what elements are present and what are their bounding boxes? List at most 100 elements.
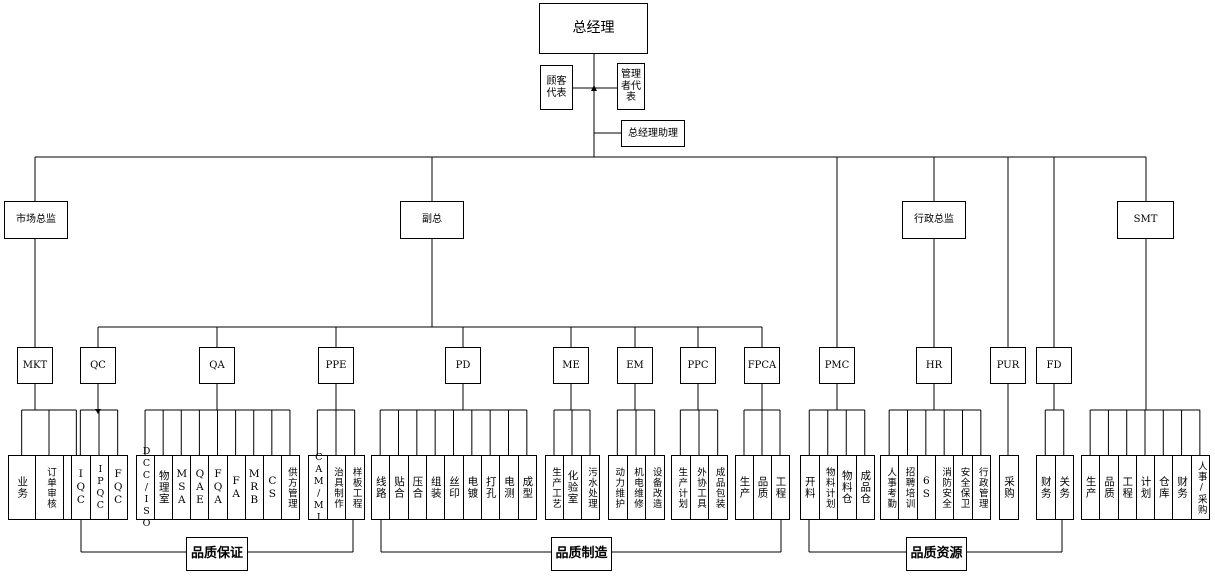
group-quality-manufacturing: 品质制造 — [551, 537, 612, 571]
leaf-fpca-1: 品质 — [753, 455, 772, 520]
leaf-smt-0: 生产 — [1081, 455, 1101, 520]
leaf-pd-6: 打孔 — [481, 455, 501, 520]
leaf-qa-1: 物理室 — [154, 455, 174, 520]
leaf-label: 贴合 — [393, 476, 406, 499]
admin-director-box: 行政总监 — [902, 201, 966, 239]
leaf-label: 业务 — [16, 476, 29, 499]
leaf-label: CAM/MI — [313, 451, 325, 524]
leaf-qc-1: IPQC — [89, 455, 110, 520]
leaf-label: 成品仓 — [859, 470, 872, 505]
leaf-em-1: 机电维修 — [626, 455, 647, 520]
dept-pur: PUR — [990, 347, 1026, 384]
leaf-label: 生产工艺 — [549, 466, 561, 509]
leaf-hr-1: 招聘培训 — [898, 455, 918, 520]
leaf-pmc-3: 成品仓 — [855, 455, 875, 520]
leaf-me-0: 生产工艺 — [545, 455, 564, 520]
leaf-pd-5: 电镀 — [462, 455, 482, 520]
dept-pd: PD — [445, 347, 481, 384]
leaf-smt-1: 品质 — [1099, 455, 1119, 520]
leaf-label: 6S — [920, 474, 933, 501]
leaf-ppc-0: 生产计划 — [671, 455, 691, 520]
leaf-label: 供方管理 — [285, 466, 297, 509]
leaf-label: 关务 — [1058, 476, 1071, 499]
leaf-hr-5: 行政管理 — [971, 455, 991, 520]
leaf-qa-7: CS — [262, 455, 282, 520]
leaf-ppe-1: 治具制作 — [326, 455, 347, 520]
dept-qc: QC — [80, 347, 116, 384]
leaf-smt-3: 计划 — [1135, 455, 1156, 520]
leaf-ppe-0: CAM/MI — [308, 452, 328, 524]
leaf-label: 仓库 — [1157, 476, 1170, 499]
leaf-label: 安全保卫 — [958, 466, 970, 509]
leaf-label: 压合 — [411, 476, 424, 499]
leaf-label: 生产 — [1084, 476, 1097, 499]
dept-ppc: PPC — [680, 347, 716, 384]
leaf-smt-6: 人事/采购 — [1190, 455, 1210, 520]
leaf-pmc-0: 开料 — [800, 455, 820, 520]
leaf-label: 品质 — [1102, 476, 1115, 499]
leaf-smt-5: 财务 — [1172, 455, 1192, 520]
leaf-label: QAE — [193, 468, 206, 507]
leaf-label: 电镀 — [466, 476, 479, 499]
leaf-label: 人事/采购 — [1195, 460, 1207, 515]
leaf-label: 生产计划 — [676, 466, 688, 509]
marketing-director-box: 市场总监 — [4, 201, 68, 239]
dept-me: ME — [553, 347, 589, 384]
leaf-label: 采购 — [1003, 476, 1016, 499]
dept-qa: QA — [199, 347, 235, 384]
leaf-label: 行政管理 — [976, 466, 988, 509]
group-quality-resources: 品质资源 — [906, 537, 967, 571]
leaf-label: 财务 — [1039, 476, 1052, 499]
leaf-smt-4: 仓库 — [1154, 455, 1174, 520]
leaf-label: MRB — [248, 468, 261, 507]
leaf-label: 生产 — [738, 476, 751, 499]
leaf-label: 消防安全 — [940, 466, 952, 509]
leaf-fd-0: 财务 — [1036, 455, 1056, 520]
leaf-qa-3: QAE — [190, 455, 210, 520]
leaf-hr-3: 消防安全 — [935, 455, 955, 520]
leaf-smt-2: 工程 — [1117, 455, 1137, 520]
management-rep-box: 管理者代表 — [617, 63, 645, 110]
leaf-ppe-2: 样板工程 — [345, 455, 365, 520]
leaf-qa-6: MRB — [244, 455, 264, 520]
leaf-me-2: 污水处理 — [581, 455, 600, 520]
leaf-mkt-0: 业务 — [8, 455, 37, 520]
leaf-label: 污水处理 — [585, 466, 597, 509]
dept-pmc: PMC — [819, 347, 855, 384]
leaf-label: 化验室 — [566, 470, 579, 505]
leaf-label: 治具制作 — [331, 466, 343, 509]
leaf-em-2: 设备改造 — [645, 455, 665, 520]
leaf-label: 成型 — [521, 476, 534, 499]
leaf-pd-3: 组装 — [426, 455, 446, 520]
dept-mkt: MKT — [17, 347, 53, 384]
leaf-qc-0: IQC — [71, 455, 91, 520]
leaf-label: 工程 — [774, 476, 787, 499]
leaf-pd-1: 贴合 — [389, 455, 409, 520]
leaf-label: 打孔 — [484, 476, 497, 499]
dept-fpca: FPCA — [744, 347, 780, 384]
leaf-pd-4: 丝印 — [444, 455, 464, 520]
leaf-label: 订单审核 — [44, 466, 56, 509]
leaf-label: FA — [230, 474, 243, 501]
leaf-label: DCC/ISO — [141, 445, 153, 530]
leaf-label: 品质 — [756, 476, 769, 499]
leaf-label: FQC — [112, 468, 125, 507]
leaf-label: 外协工具 — [694, 466, 706, 509]
leaf-label: 物料计划 — [823, 466, 835, 509]
leaf-label: 工程 — [1121, 476, 1134, 499]
leaf-label: 物料仓 — [840, 470, 853, 505]
leaf-ppc-2: 成品包装 — [708, 455, 728, 520]
leaf-hr-2: 6S — [916, 455, 936, 520]
leaf-hr-0: 人事考勤 — [880, 455, 900, 520]
leaf-label: IPQC — [94, 463, 106, 512]
leaf-hr-4: 安全保卫 — [953, 455, 973, 520]
dept-hr: HR — [916, 347, 952, 384]
leaf-pur-0: 采购 — [999, 455, 1019, 520]
customer-rep-box: 顾客代表 — [540, 65, 573, 110]
dept-ppe: PPE — [318, 347, 354, 384]
leaf-pmc-1: 物料计划 — [818, 455, 838, 520]
leaf-qa-0: DCC/ISO — [136, 446, 156, 530]
leaf-label: 丝印 — [448, 476, 461, 499]
leaf-label: MSA — [175, 468, 188, 507]
leaf-label: 人事考勤 — [885, 466, 897, 509]
